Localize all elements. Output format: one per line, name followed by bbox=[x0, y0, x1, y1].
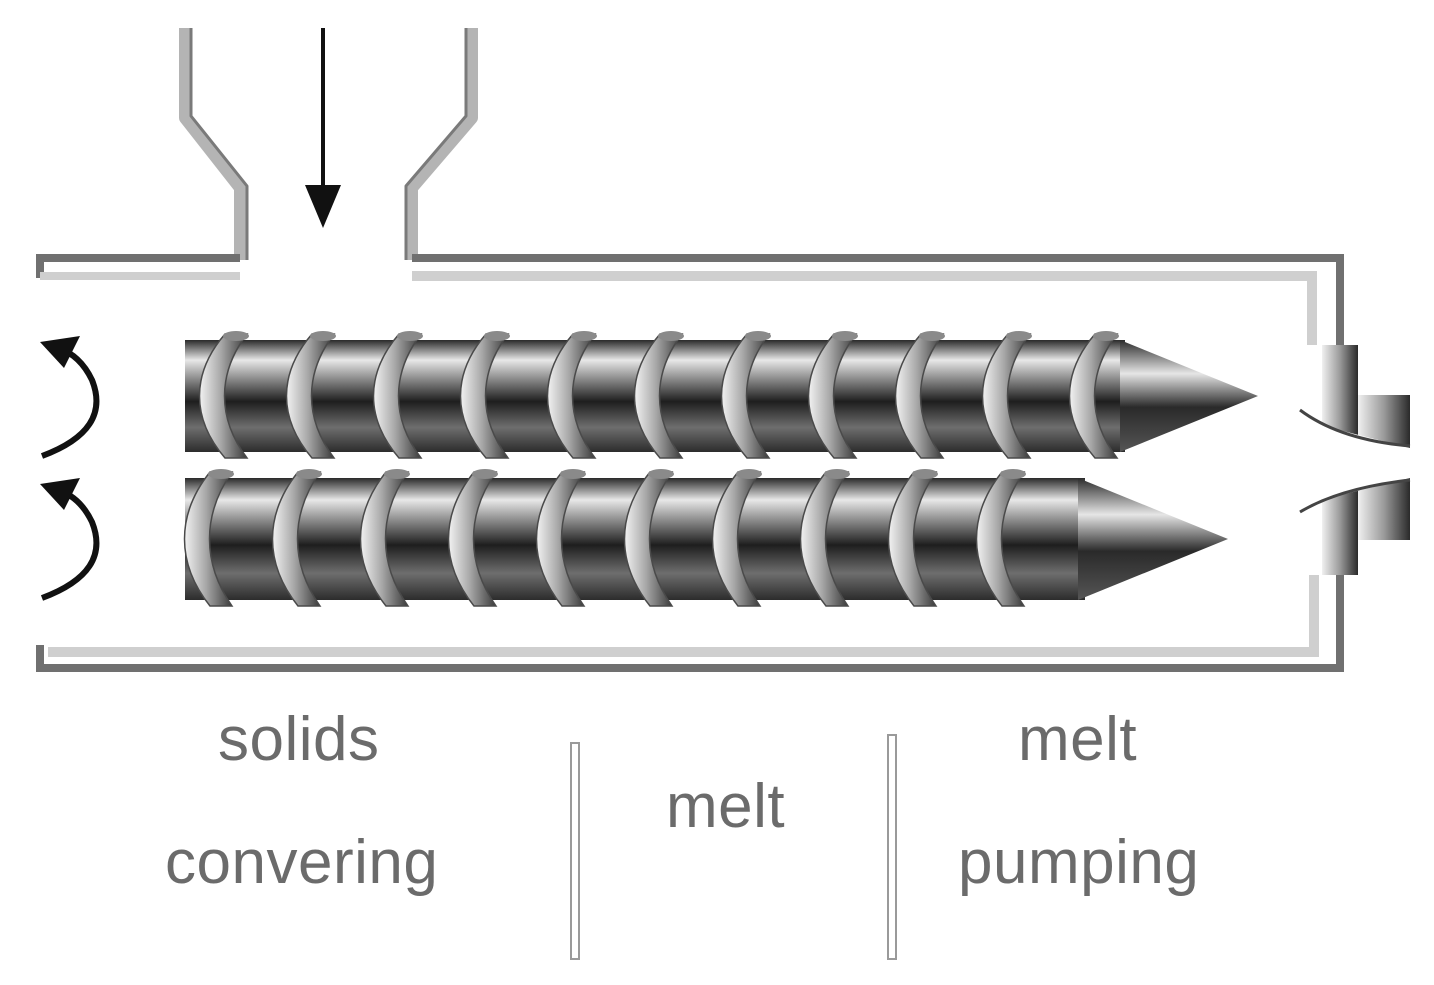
screw-lower bbox=[183, 469, 1228, 607]
screw-upper bbox=[185, 331, 1258, 459]
screw-flight bbox=[623, 471, 674, 607]
screw-flight bbox=[887, 471, 938, 607]
screw-flight bbox=[1068, 333, 1119, 459]
screw-flight bbox=[271, 471, 322, 607]
screw-flight-crest bbox=[824, 469, 850, 479]
zone-label-conveying: convering bbox=[165, 828, 439, 897]
screw-flight-crest bbox=[745, 331, 771, 341]
zone-label-solids: solids bbox=[218, 705, 380, 774]
zone-label-melt: melt bbox=[666, 772, 786, 841]
curved-arrow-icon bbox=[40, 336, 100, 459]
curved-arrow-icon bbox=[40, 478, 100, 601]
screw-flight bbox=[546, 333, 597, 459]
screw-flight bbox=[183, 471, 234, 607]
screw-tip bbox=[1120, 340, 1258, 452]
screw-flight-crest bbox=[1093, 331, 1119, 341]
screw-flight-crest bbox=[648, 469, 674, 479]
screw-flight-crest bbox=[919, 331, 945, 341]
screw-flight-crest bbox=[912, 469, 938, 479]
screw-flight-crest bbox=[571, 331, 597, 341]
screw-flight bbox=[447, 471, 498, 607]
zone-label-melt-pumping-2: pumping bbox=[958, 828, 1200, 897]
zone-divider bbox=[887, 734, 897, 960]
arrow-down-icon bbox=[305, 28, 341, 228]
screw-flight-crest bbox=[832, 331, 858, 341]
screw-flight-crest bbox=[384, 469, 410, 479]
screw-flight bbox=[711, 471, 762, 607]
screw-flight bbox=[799, 471, 850, 607]
screw-flight-crest bbox=[484, 331, 510, 341]
barrel bbox=[36, 254, 1344, 672]
screw-flight bbox=[285, 333, 336, 459]
screw-flight-crest bbox=[472, 469, 498, 479]
zone-label-melt-pumping-1: melt bbox=[1018, 705, 1138, 774]
screw-flight bbox=[372, 333, 423, 459]
screw-flight bbox=[975, 471, 1026, 607]
screw-flight-crest bbox=[736, 469, 762, 479]
screw-flight-crest bbox=[310, 331, 336, 341]
screw-flight bbox=[459, 333, 510, 459]
die bbox=[1299, 345, 1411, 575]
screw-flight bbox=[535, 471, 586, 607]
screw-flight bbox=[807, 333, 858, 459]
screw-flight-crest bbox=[560, 469, 586, 479]
screw-flight bbox=[894, 333, 945, 459]
screw-flight-crest bbox=[1000, 469, 1026, 479]
screw-flight-crest bbox=[1006, 331, 1032, 341]
hopper bbox=[179, 28, 478, 260]
screw-flight-crest bbox=[208, 469, 234, 479]
zone-divider bbox=[570, 742, 580, 960]
screw-flight bbox=[198, 333, 249, 459]
screw-flight bbox=[720, 333, 771, 459]
screw-tip bbox=[1078, 478, 1228, 600]
screw-flight bbox=[981, 333, 1032, 459]
screw-flight-crest bbox=[223, 331, 249, 341]
screw-flight bbox=[359, 471, 410, 607]
screw-flight bbox=[633, 333, 684, 459]
screw-flight-crest bbox=[296, 469, 322, 479]
screw-flight-crest bbox=[658, 331, 684, 341]
screw-flight-crest bbox=[397, 331, 423, 341]
